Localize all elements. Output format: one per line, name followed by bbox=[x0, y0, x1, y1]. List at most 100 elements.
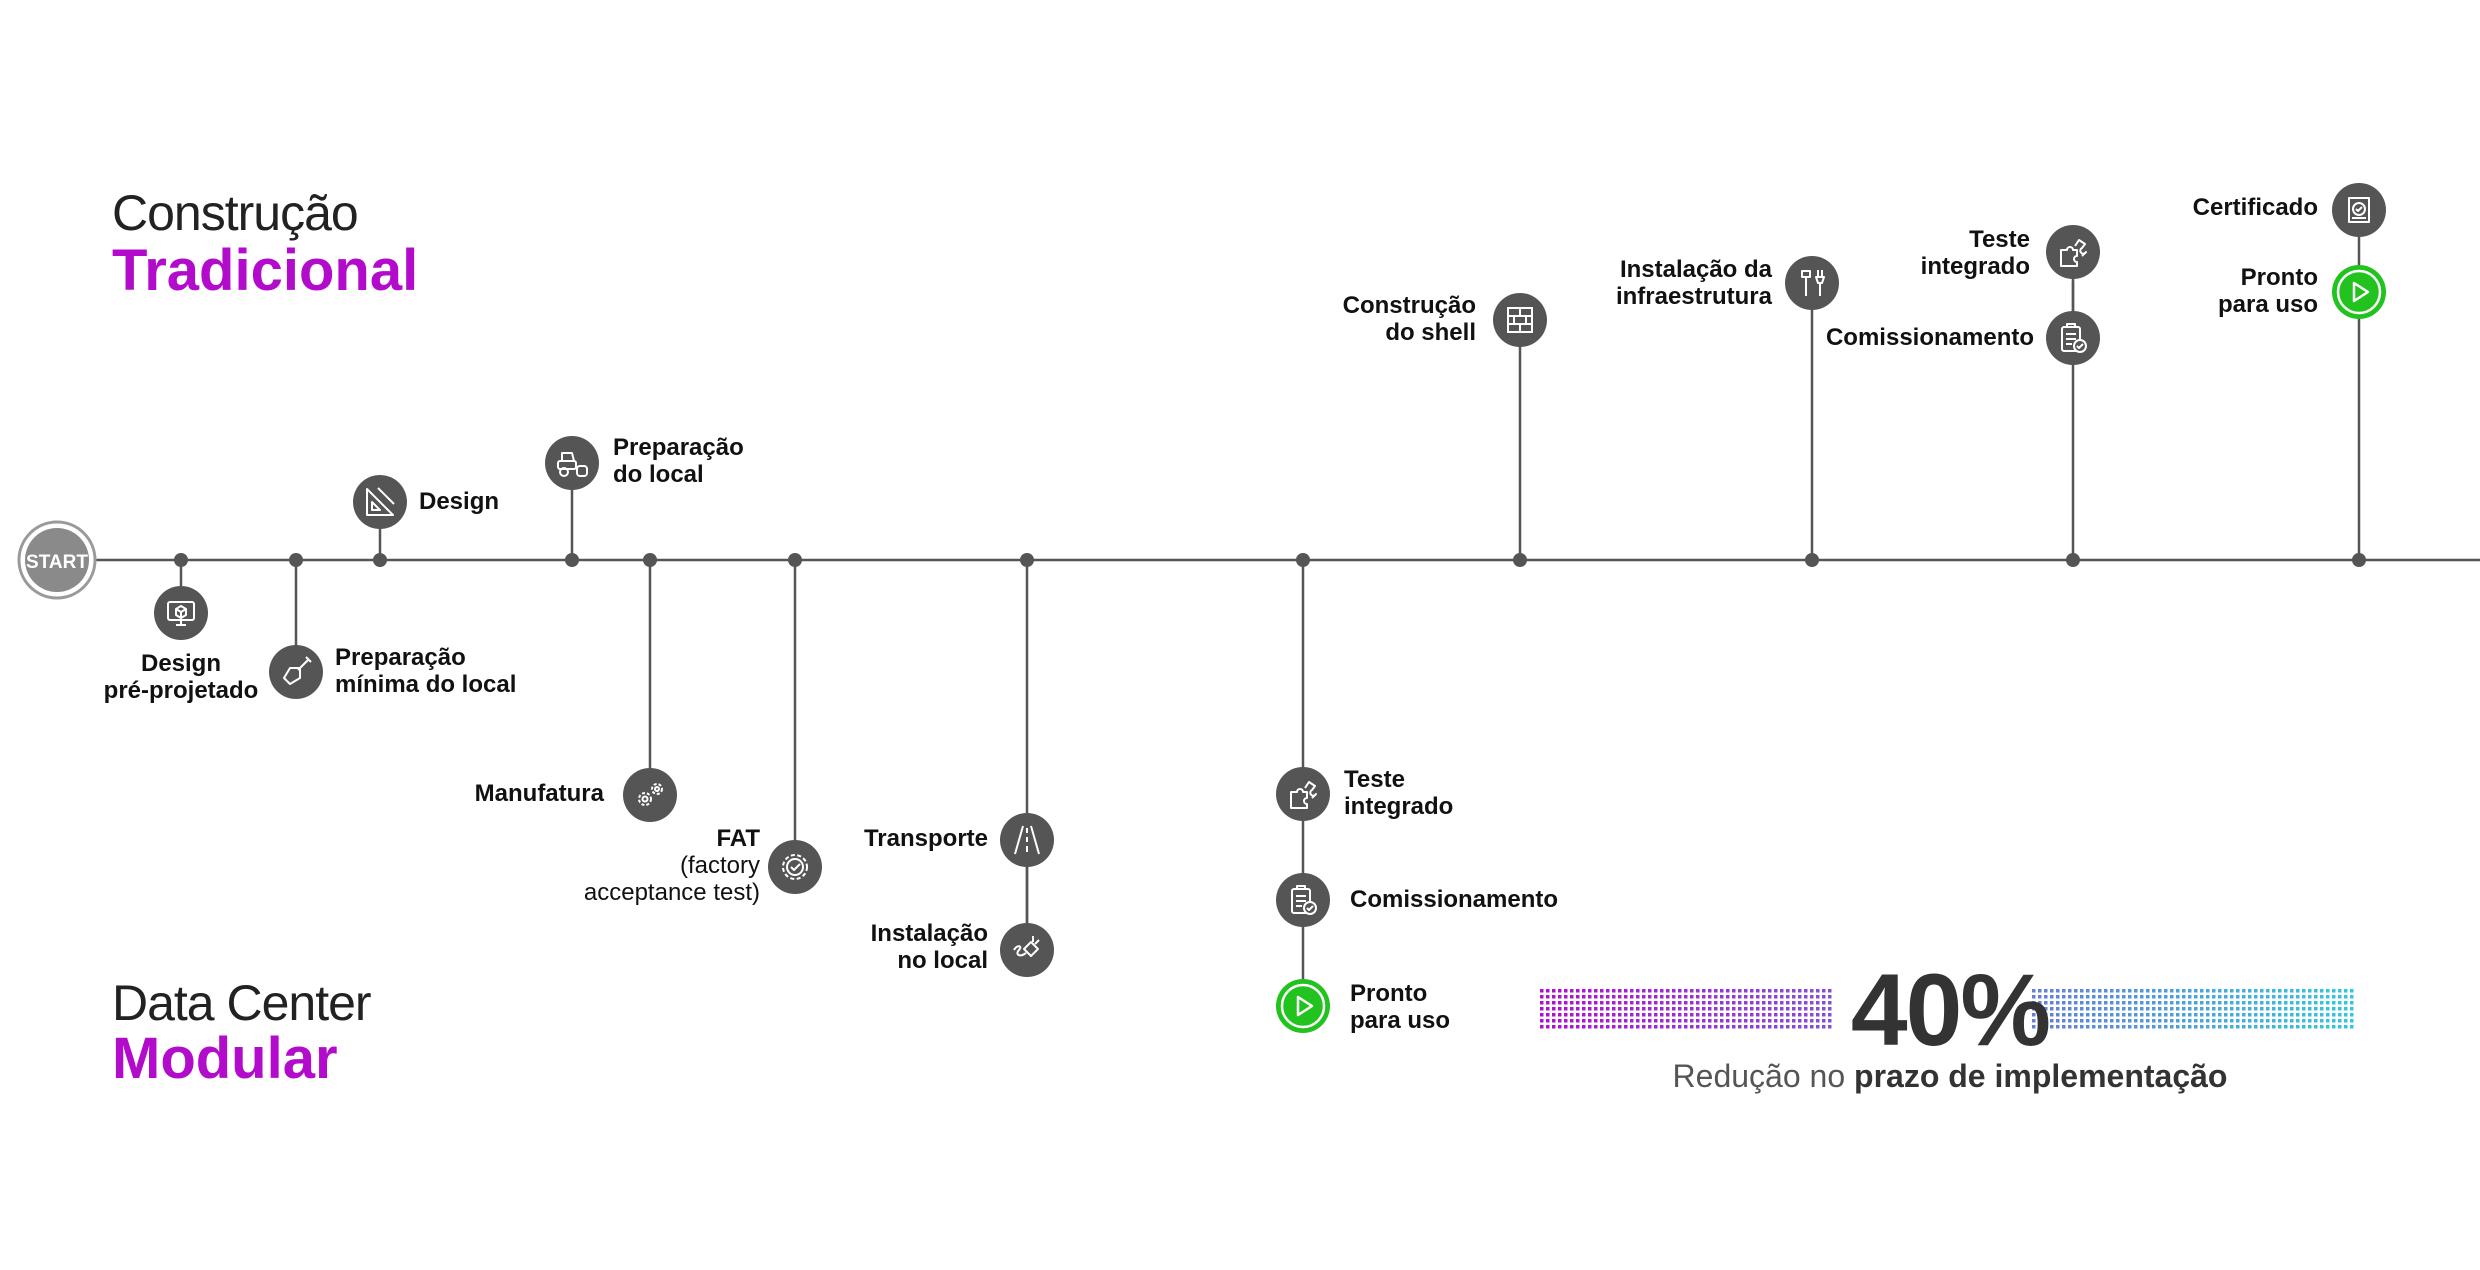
stat-dot bbox=[2260, 1019, 2264, 1023]
stat-dot bbox=[2188, 1013, 2192, 1017]
stat-dot bbox=[1768, 1019, 1772, 1023]
stat-dot bbox=[2188, 1001, 2192, 1005]
stat-dot bbox=[1684, 1001, 1688, 1005]
axis-dot bbox=[1296, 553, 1310, 567]
stat-dot bbox=[1660, 1025, 1664, 1029]
stat-dot bbox=[1750, 1013, 1754, 1017]
stat-dot bbox=[1660, 1007, 1664, 1011]
stat-dot bbox=[2068, 989, 2072, 993]
stat-dot bbox=[2194, 1007, 2198, 1011]
stat-dot bbox=[1780, 1007, 1784, 1011]
axis-dot bbox=[1805, 553, 1819, 567]
stat-dot bbox=[1570, 1025, 1574, 1029]
stat-dot bbox=[1636, 989, 1640, 993]
stat-dot bbox=[1660, 989, 1664, 993]
stat-dot bbox=[2074, 1013, 2078, 1017]
stat-dot bbox=[2278, 1013, 2282, 1017]
step-label-transport: Transporte bbox=[863, 825, 988, 852]
stat-dot bbox=[1648, 995, 1652, 999]
stat-dot bbox=[2140, 1025, 2144, 1029]
stat-dot bbox=[1720, 989, 1724, 993]
stat-dot bbox=[1618, 1013, 1622, 1017]
stat-dot bbox=[1750, 1019, 1754, 1023]
stat-dot bbox=[1780, 1001, 1784, 1005]
stat-dot bbox=[1780, 1025, 1784, 1029]
stat-dot bbox=[2182, 1025, 2186, 1029]
stat-caption-light: Redução no bbox=[1672, 1058, 1846, 1094]
stat-dot bbox=[1666, 1013, 1670, 1017]
stat-dot bbox=[1696, 989, 1700, 993]
stat-dot bbox=[2074, 1007, 2078, 1011]
stat-dot bbox=[2062, 1025, 2066, 1029]
stat-dot bbox=[1750, 1025, 1754, 1029]
stat-dot bbox=[2134, 995, 2138, 999]
stat-dot bbox=[1762, 995, 1766, 999]
stat-dot bbox=[1762, 1001, 1766, 1005]
stat-dot bbox=[1756, 1007, 1760, 1011]
stat-dot bbox=[1552, 989, 1556, 993]
ready-traditional-icon bbox=[2332, 265, 2386, 319]
ready-modular-icon bbox=[1276, 979, 1330, 1033]
stat-dot bbox=[2332, 995, 2336, 999]
stat-dot bbox=[2272, 1013, 2276, 1017]
stat-dot bbox=[2122, 1001, 2126, 1005]
stat-dot bbox=[2146, 1007, 2150, 1011]
stat-dot bbox=[1822, 1013, 1826, 1017]
stat-dot bbox=[2260, 1025, 2264, 1029]
stat-dot bbox=[1690, 1007, 1694, 1011]
stat-dot bbox=[2344, 1013, 2348, 1017]
stat-dot bbox=[2164, 1019, 2168, 1023]
stat-dot bbox=[2326, 1019, 2330, 1023]
stat-dot bbox=[2242, 1013, 2246, 1017]
stat-dot bbox=[1714, 1019, 1718, 1023]
stat-dot bbox=[2290, 1013, 2294, 1017]
stat-dot bbox=[1648, 1019, 1652, 1023]
stat-dot bbox=[1774, 1013, 1778, 1017]
stat-dot bbox=[2206, 1025, 2210, 1029]
stat-dot bbox=[1630, 1001, 1634, 1005]
stat-dot bbox=[2326, 1001, 2330, 1005]
clipboard-check-icon bbox=[1276, 873, 1330, 927]
start-label: START bbox=[26, 552, 88, 573]
stat-dot bbox=[2194, 1013, 2198, 1017]
stat-dot bbox=[1828, 1001, 1832, 1005]
step-label-pre-design: Design pré-projetado bbox=[103, 650, 259, 704]
stat-dot bbox=[1660, 1001, 1664, 1005]
stat-dot bbox=[1744, 989, 1748, 993]
stat-dot bbox=[2032, 1013, 2036, 1017]
stat-dot bbox=[2050, 989, 2054, 993]
stat-dot bbox=[2254, 1001, 2258, 1005]
stat-dot bbox=[2104, 1025, 2108, 1029]
stat-dot bbox=[1606, 1025, 1610, 1029]
stat-dot bbox=[2134, 1025, 2138, 1029]
stat-dot bbox=[1636, 1001, 1640, 1005]
stat-dot bbox=[2308, 1019, 2312, 1023]
step-label-integrated-test-modular: Teste integrado bbox=[1344, 766, 1454, 820]
stat-dot bbox=[1552, 1025, 1556, 1029]
step-label-commissioning: Comissionamento bbox=[1825, 324, 2034, 351]
stat-dot bbox=[2122, 1013, 2126, 1017]
stat-dot bbox=[2098, 995, 2102, 999]
modular-heading-light: Data Center bbox=[112, 975, 372, 1031]
stat-dot bbox=[1546, 1025, 1550, 1029]
stat-dot bbox=[2350, 1025, 2354, 1029]
stat-dot bbox=[1642, 1013, 1646, 1017]
stat-dot bbox=[2212, 1019, 2216, 1023]
stat-dot bbox=[2068, 1007, 2072, 1011]
stat-dot bbox=[1804, 989, 1808, 993]
stat-dot bbox=[1798, 1007, 1802, 1011]
stat-dot bbox=[2182, 995, 2186, 999]
stat-dot bbox=[2242, 1025, 2246, 1029]
stat-dot bbox=[2062, 989, 2066, 993]
stat-dot bbox=[1816, 995, 1820, 999]
stat-dot bbox=[1594, 1013, 1598, 1017]
stat-dot bbox=[1708, 1007, 1712, 1011]
stat-dot bbox=[1582, 1001, 1586, 1005]
stat-dot bbox=[2308, 1013, 2312, 1017]
stat-dot bbox=[2080, 989, 2084, 993]
stat-dot bbox=[1612, 1025, 1616, 1029]
stat-dot bbox=[2266, 1025, 2270, 1029]
stat-dot bbox=[1546, 1001, 1550, 1005]
axis-dot bbox=[2066, 553, 2080, 567]
stat-dot bbox=[2152, 1019, 2156, 1023]
